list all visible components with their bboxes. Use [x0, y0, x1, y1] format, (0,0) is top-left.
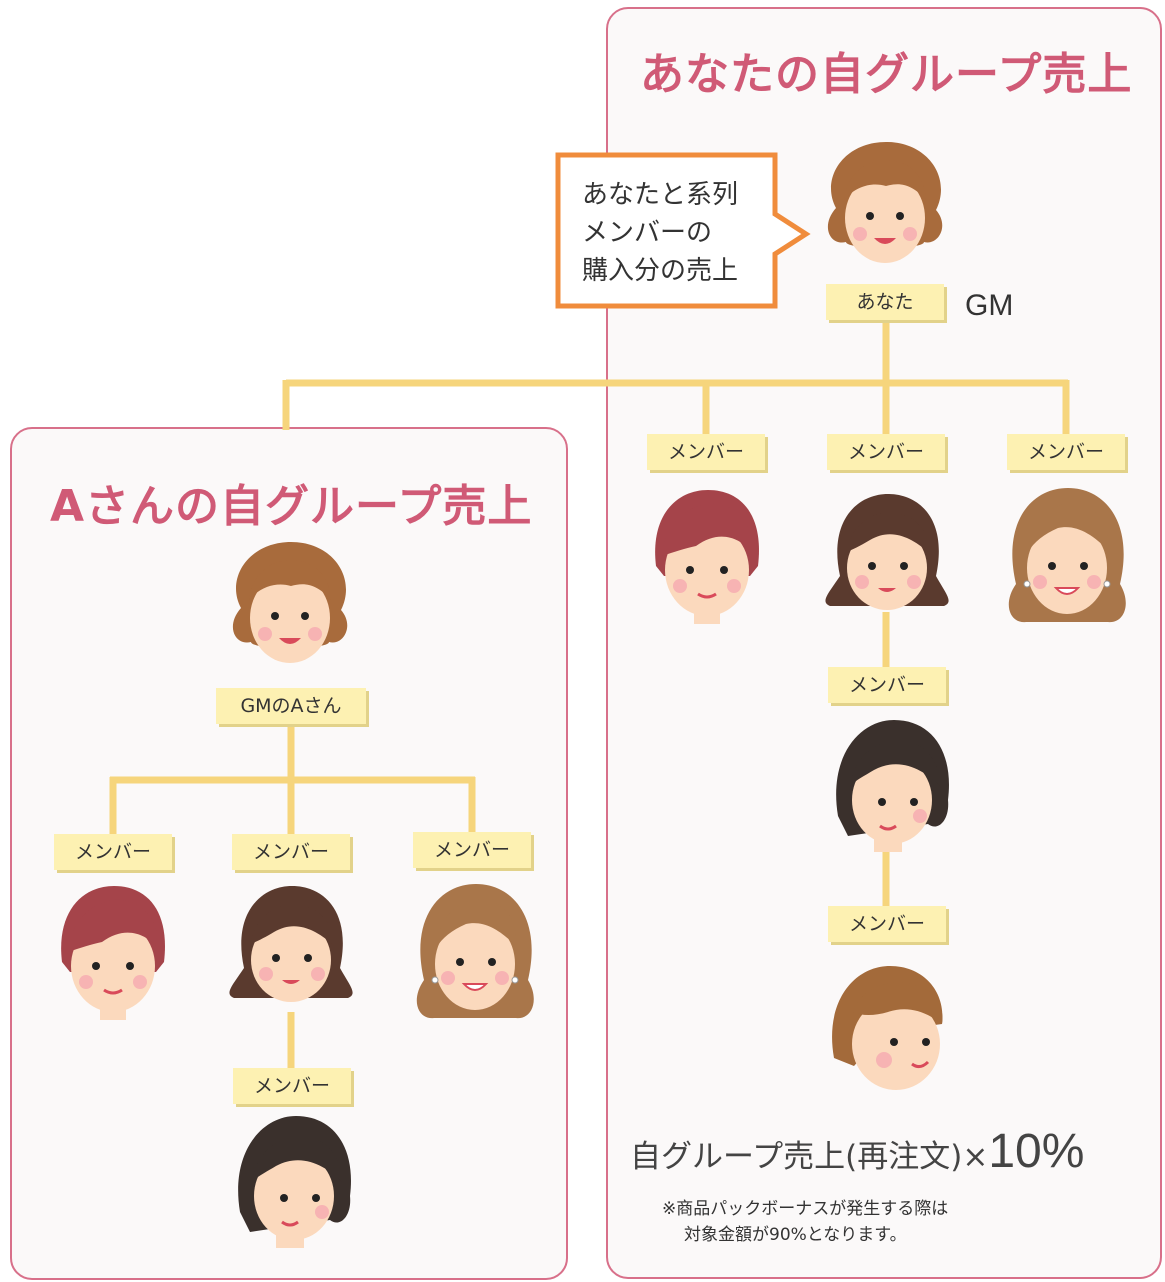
own-group-title: あなたの自グループ売上 — [640, 49, 1133, 100]
woman-face-icon — [1008, 488, 1126, 623]
woman-face-icon — [827, 142, 943, 263]
member-label: メンバー — [54, 834, 172, 870]
callout-line: あなたと系列 — [582, 180, 739, 210]
a-san-group-title: Aさんの自グループ売上 — [50, 481, 533, 532]
woman-face-icon — [832, 966, 943, 1090]
member-label: メンバー — [413, 832, 531, 868]
gm-label: GM — [965, 289, 1014, 322]
you-label: あなた — [826, 284, 944, 320]
woman-face-icon — [655, 490, 759, 624]
footnote-line: ※商品パックボーナスが発生する際は — [662, 1199, 949, 1219]
callout-bubble — [555, 152, 811, 309]
woman-face-icon — [416, 884, 534, 1019]
bonus-formula: 自グループ売上(再注文)×10% — [630, 1124, 1084, 1179]
footnote-line: 対象金額が90%となります。 — [684, 1225, 907, 1245]
member-label: メンバー — [233, 1068, 351, 1104]
member-label: メンバー — [828, 906, 946, 942]
woman-face-icon — [825, 494, 949, 610]
member-label: メンバー — [232, 834, 350, 870]
woman-face-icon — [229, 886, 353, 1002]
woman-face-icon — [232, 542, 348, 663]
callout-line: メンバーの — [582, 218, 713, 248]
woman-face-icon — [238, 1116, 351, 1248]
member-label: メンバー — [1007, 434, 1125, 470]
member-label: メンバー — [827, 434, 945, 470]
footnote: ※商品パックボーナスが発生する際は 対象金額が90%となります。 — [662, 1196, 948, 1248]
woman-face-icon — [61, 886, 165, 1020]
woman-face-icon — [836, 720, 949, 852]
member-label: メンバー — [828, 667, 946, 703]
gm-a-san-label: GMのAさん — [216, 688, 366, 724]
callout-line: 購入分の売上 — [582, 256, 739, 286]
formula-text: 自グループ売上(再注文)× — [630, 1139, 989, 1175]
callout-text: あなたと系列 メンバーの 購入分の売上 — [582, 176, 767, 290]
formula-percent: 10% — [988, 1125, 1085, 1178]
member-label: メンバー — [647, 434, 765, 470]
